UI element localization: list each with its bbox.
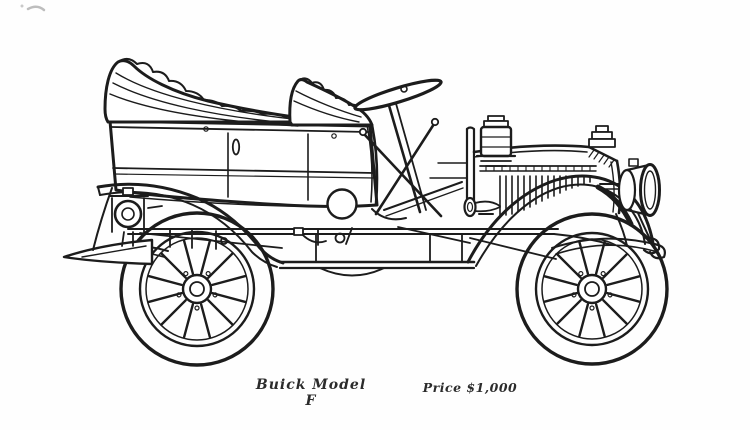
- cowl-lamp: [475, 115, 517, 167]
- tie-rod: [469, 237, 557, 260]
- car-illustration: [20, 4, 669, 367]
- steering-assembly: [353, 78, 443, 221]
- front-wheel-spokes: [543, 240, 641, 338]
- body-bolt: [331, 133, 337, 139]
- headlamp: [599, 158, 661, 255]
- chassis-frame: [62, 187, 666, 277]
- print-artifact: [20, 4, 46, 12]
- steering-wheel: [353, 78, 443, 112]
- rear-wheel-spokes: [147, 239, 247, 339]
- drag-link: [397, 226, 471, 244]
- rear-seat: [103, 58, 332, 127]
- caption-price-label: Price $1,000: [422, 380, 518, 395]
- radiator-cap: [588, 125, 616, 148]
- rear-frame-horn: [62, 238, 154, 266]
- front-leaf-spring: [551, 237, 666, 260]
- hood-louvers: [499, 175, 591, 216]
- rear-wheel: [119, 211, 275, 367]
- body-bolt: [203, 126, 209, 132]
- rear-fender: [96, 182, 285, 268]
- caption-model-label: Buick Model F: [255, 377, 367, 409]
- car-body: [108, 119, 379, 208]
- control-levers: [358, 117, 443, 218]
- bulb-horn: [463, 196, 501, 218]
- door-handle: [231, 138, 241, 156]
- rear-lamp: [109, 187, 163, 247]
- porthole-cover: [326, 188, 358, 220]
